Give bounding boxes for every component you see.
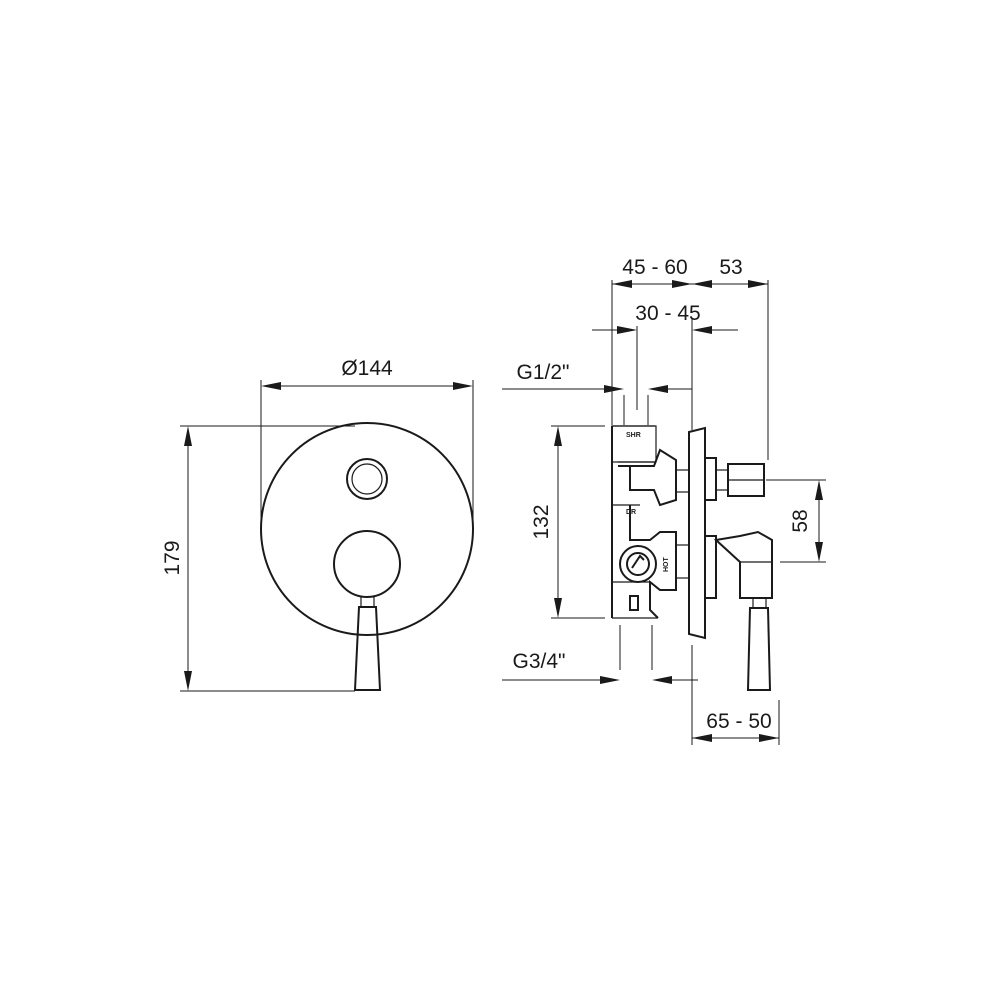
- shr-marking: SHR: [626, 432, 641, 439]
- height-dimension: 179: [161, 425, 355, 692]
- height-label: 179: [161, 540, 184, 575]
- hot-marking: HOT: [663, 557, 670, 573]
- diameter-dimension: Ø144: [260, 357, 474, 527]
- handle-offset-dimension: 58: [766, 479, 826, 563]
- top-outer-label: 45 - 60: [622, 256, 687, 279]
- body-height-label: 132: [530, 504, 553, 539]
- side-wall-plate: [688, 426, 706, 640]
- front-view: Ø144 179: [161, 357, 474, 692]
- top-inner-label: 30 - 45: [635, 302, 700, 325]
- side-lever: [705, 530, 773, 691]
- inner-dimension: 30 - 45: [592, 302, 738, 430]
- inlet-thread-label: G3/4": [513, 650, 566, 673]
- top-right-label: 53: [719, 256, 742, 279]
- lever-hub: [333, 530, 401, 598]
- front-wall-plate: [260, 422, 474, 636]
- outlet-thread-dimension: G1/2": [502, 361, 692, 425]
- dr-marking: DR: [626, 509, 636, 516]
- bottom-depth-dimension: 65 - 50: [691, 645, 780, 745]
- cartridge: [619, 545, 657, 611]
- bottom-depth-label: 65 - 50: [706, 710, 771, 733]
- side-diverter-knob: [705, 457, 765, 501]
- inlet-thread-dimension: G3/4": [502, 625, 698, 684]
- body-height-dimension: 132: [530, 425, 605, 619]
- handle-offset-label: 58: [789, 509, 812, 532]
- side-view: SHR DR HOT 45 - 60 5: [502, 256, 826, 745]
- valve-body: [611, 425, 689, 619]
- diameter-label: Ø144: [341, 357, 393, 380]
- top-dimension: 45 - 60 53: [611, 256, 769, 460]
- outlet-thread-label: G1/2": [517, 361, 570, 384]
- diverter-knob: [346, 458, 388, 500]
- lever-handle: [353, 596, 382, 691]
